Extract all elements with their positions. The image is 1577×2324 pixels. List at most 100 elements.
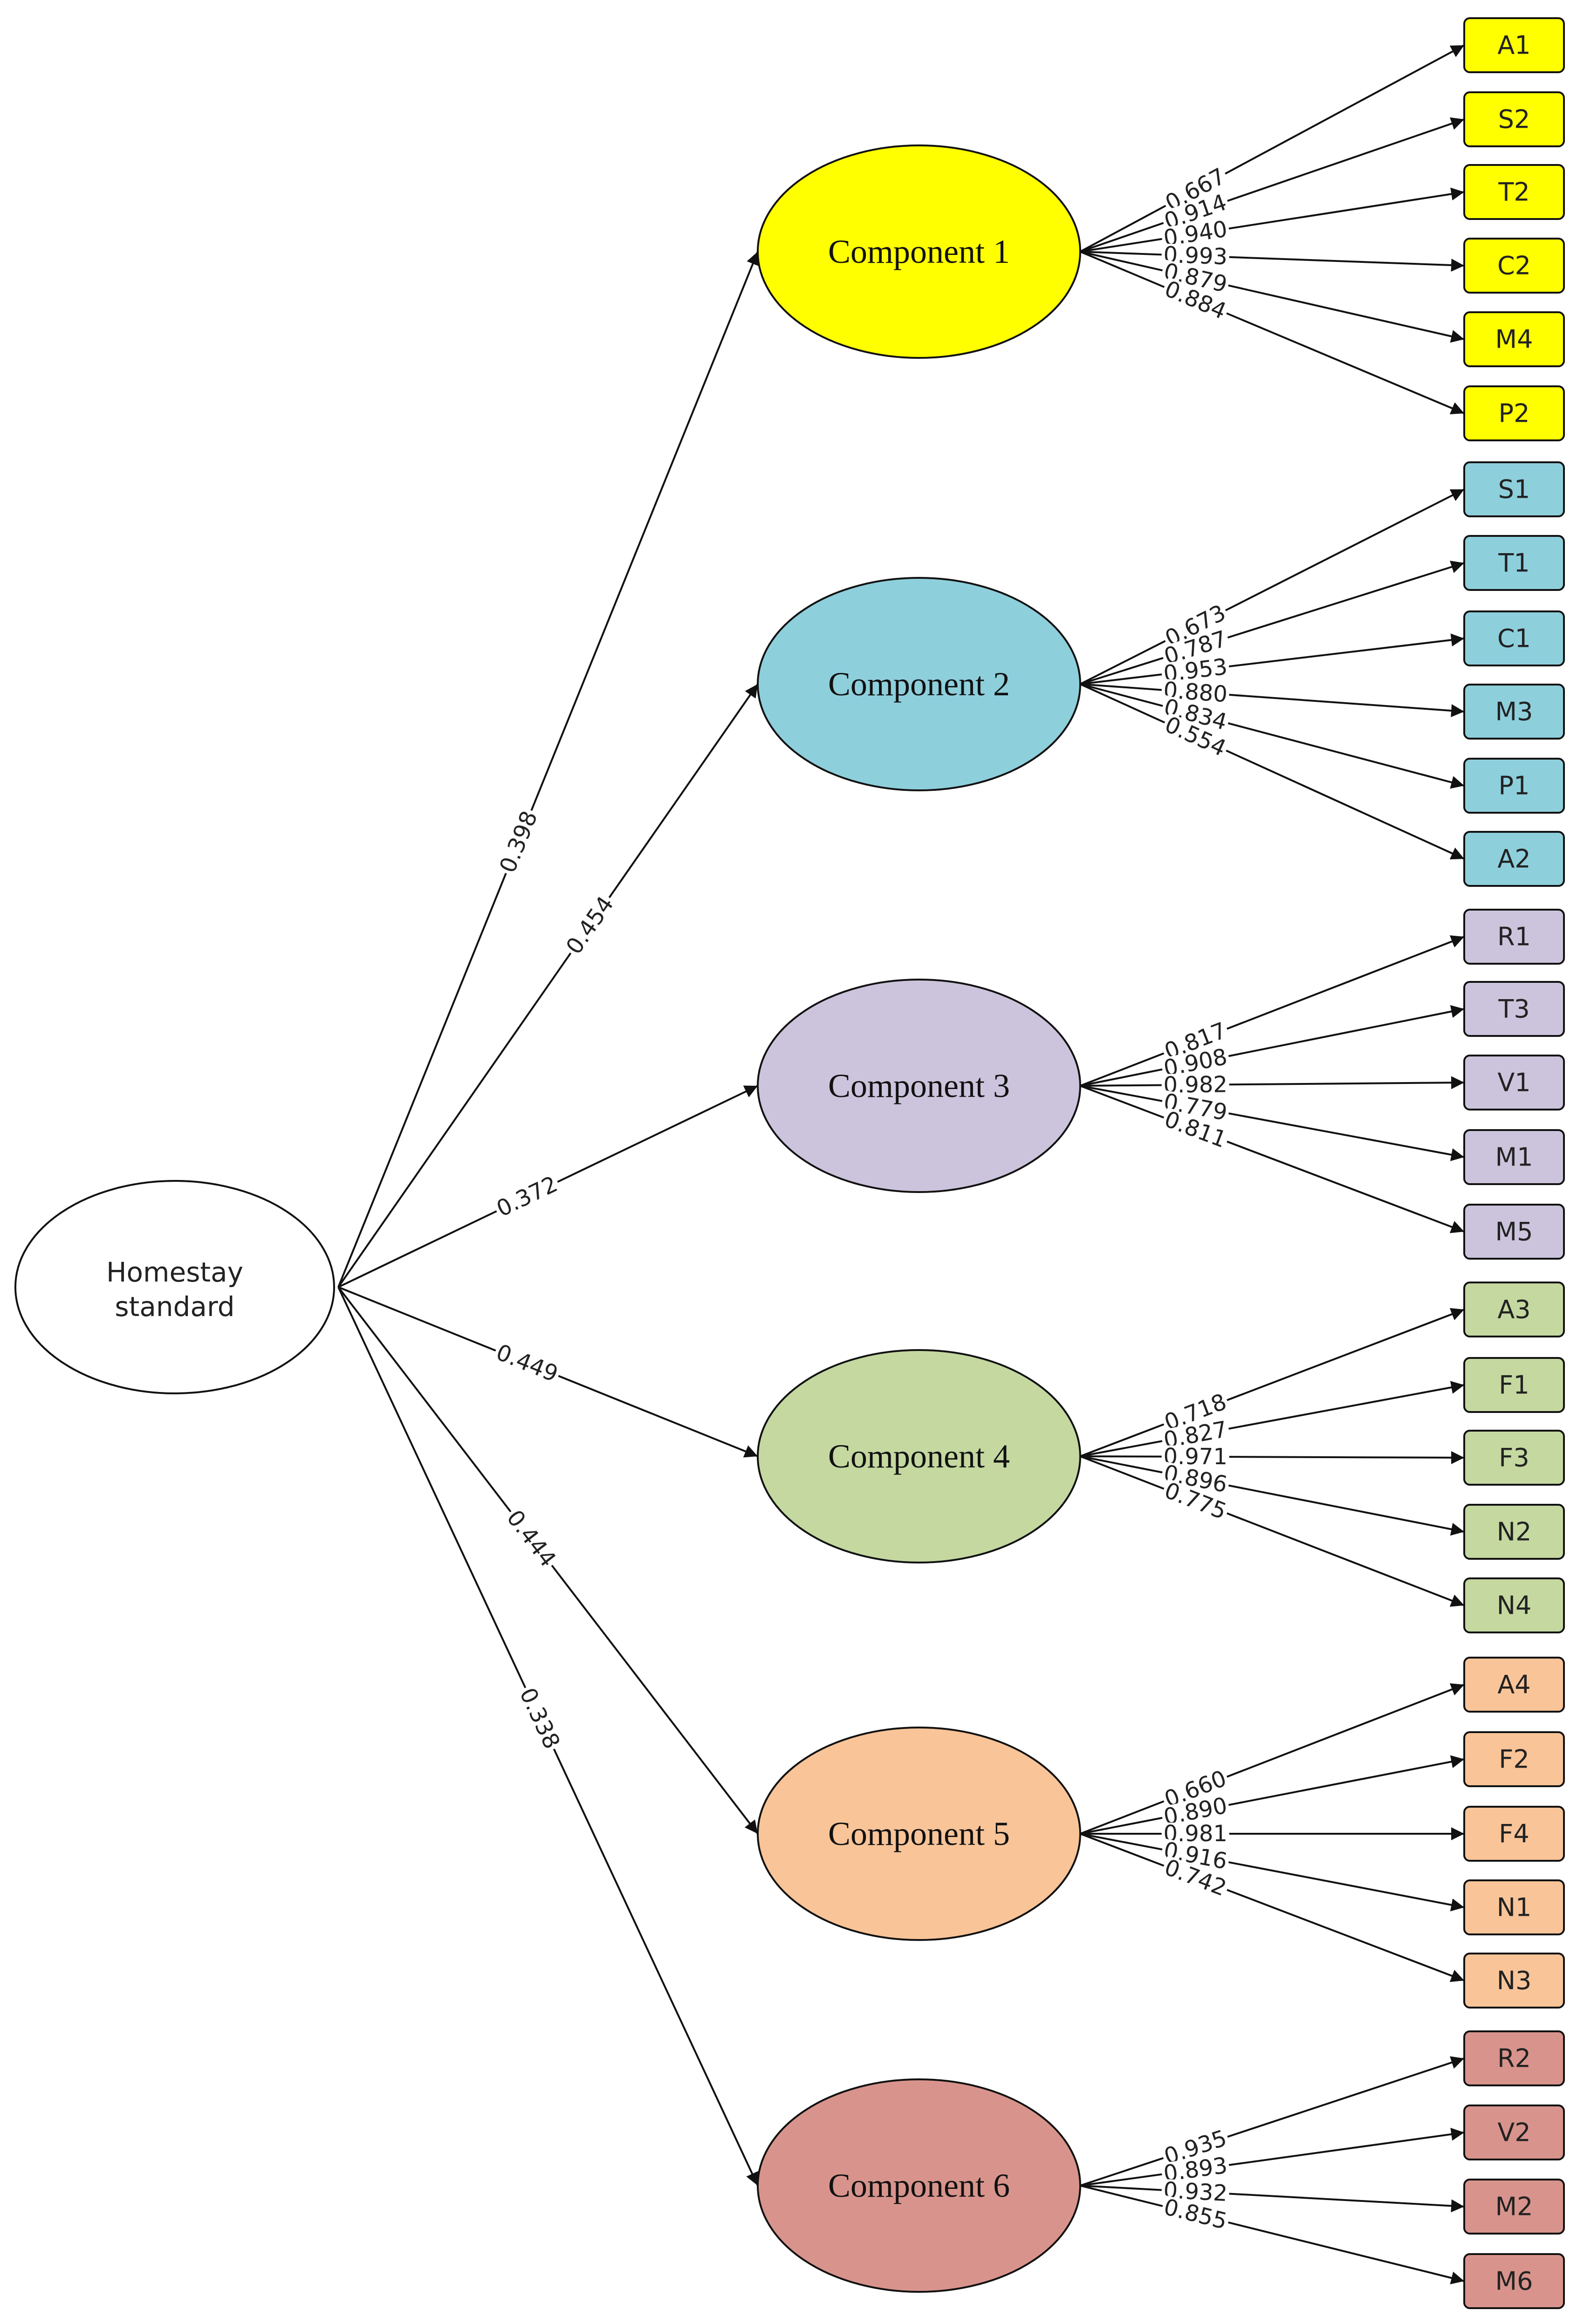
indicator-box-F4: [1463, 1806, 1565, 1862]
indicator-label-M4: M4: [1495, 325, 1533, 354]
edge-component-1-T2: [1080, 187, 1465, 253]
loading-component-3-V1-group: 0.982: [1161, 1071, 1229, 1098]
indicator-node-M2: M2: [1463, 2179, 1565, 2235]
indicator-label-C2: C2: [1497, 251, 1531, 281]
indicator-node-N3: N3: [1463, 1953, 1565, 2009]
loading-root-component-3-bg: [492, 1172, 562, 1221]
root-label-line2: standard: [115, 1291, 234, 1323]
indicator-node-F2: F2: [1463, 1731, 1565, 1787]
indicator-label-N4: N4: [1497, 1591, 1532, 1620]
loading-component-6-V2-bg: [1160, 2154, 1231, 2186]
loading-component-2-S1-bg: [1160, 600, 1231, 651]
loading-root-component-3-group: 0.372: [492, 1171, 562, 1222]
indicator-node-S1: S1: [1463, 461, 1565, 517]
loading-root-component-6-group: 0.338: [514, 1683, 565, 1754]
indicator-box-T3: [1463, 981, 1565, 1037]
edge-component-3-V1: [1080, 1076, 1465, 1090]
component-node-1: Component 1: [757, 144, 1081, 359]
indicator-label-M2: M2: [1495, 2192, 1533, 2221]
indicator-node-T1: T1: [1463, 535, 1565, 591]
loading-component-2-C1-bg: [1160, 655, 1231, 686]
indicator-node-M5: M5: [1463, 1204, 1565, 1260]
loading-component-2-A2-bg: [1160, 712, 1231, 761]
component-label-4: Component 4: [828, 1438, 1010, 1475]
loading-component-5-F2-bg: [1160, 1794, 1231, 1829]
edge-component-4-F1: [1080, 1381, 1465, 1457]
indicator-label-M6: M6: [1495, 2267, 1533, 2296]
indicator-box-M4: [1463, 311, 1565, 367]
indicator-label-T1: T1: [1498, 548, 1529, 578]
indicator-node-P1: P1: [1463, 758, 1565, 814]
indicator-label-V2: V2: [1497, 2118, 1530, 2147]
component-node-2: Component 2: [757, 577, 1081, 791]
edge-component-1-A1: [1080, 44, 1465, 253]
indicator-label-A4: A4: [1497, 1670, 1530, 1700]
component-label-6: Component 6: [828, 2167, 1010, 2204]
loading-root-component-4-bg: [491, 1340, 563, 1386]
edge-component-4-N2: [1080, 1455, 1465, 1536]
loading-root-component-5: 0.444: [501, 1505, 561, 1572]
loading-component-3-M5-bg: [1159, 1107, 1231, 1152]
indicator-label-S2: S2: [1498, 105, 1530, 134]
indicator-box-V2: [1463, 2105, 1565, 2160]
indicator-box-F3: [1463, 1430, 1565, 1486]
loading-component-6-R2-bg: [1159, 2126, 1231, 2169]
loading-root-component-2: 0.454: [561, 891, 619, 959]
loading-component-1-C2-bg: [1161, 243, 1230, 268]
indicator-box-T2: [1463, 164, 1565, 220]
indicator-label-A2: A2: [1497, 844, 1530, 874]
loading-component-5-N1-bg: [1160, 1838, 1231, 1873]
loading-component-6-M2-bg: [1161, 2179, 1230, 2205]
indicator-label-A1: A1: [1497, 31, 1530, 60]
indicator-label-A3: A3: [1497, 1295, 1530, 1324]
indicator-box-P2: [1463, 385, 1565, 441]
indicator-node-R2: R2: [1463, 2030, 1565, 2086]
loading-root-component-6-bg: [515, 1683, 564, 1754]
indicator-box-R2: [1463, 2030, 1565, 2086]
indicator-node-F4: F4: [1463, 1806, 1565, 1862]
edge-component-4-A3: [1080, 1308, 1465, 1457]
indicator-node-T3: T3: [1463, 981, 1565, 1037]
indicator-node-F3: F3: [1463, 1430, 1565, 1486]
indicator-box-N1: [1463, 1879, 1565, 1935]
indicator-label-R1: R1: [1497, 922, 1531, 952]
labels-layer: 0.3980.6670.9140.9400.9930.8790.8840.454…: [491, 163, 1231, 2235]
component-ellipse-4: [757, 1349, 1081, 1563]
indicator-box-M6: [1463, 2253, 1565, 2309]
loading-component-1-T2-bg: [1160, 217, 1231, 250]
loading-component-6-M6-bg: [1160, 2195, 1231, 2234]
loading-component-1-A1-bg: [1160, 164, 1231, 216]
indicator-box-M2: [1463, 2179, 1565, 2235]
indicator-node-M6: M6: [1463, 2253, 1565, 2309]
loading-root-component-4: 0.449: [493, 1339, 562, 1387]
loading-root-component-5-bg: [501, 1505, 561, 1572]
loading-root-component-6: 0.338: [514, 1684, 565, 1753]
indicator-label-F2: F2: [1499, 1745, 1529, 1774]
edge-component-3-M5: [1080, 1085, 1465, 1234]
indicator-box-P1: [1463, 758, 1565, 814]
indicator-label-N3: N3: [1497, 1966, 1532, 1995]
component-ellipse-6: [757, 2078, 1081, 2293]
indicator-box-S2: [1463, 91, 1565, 147]
indicator-node-V2: V2: [1463, 2105, 1565, 2160]
indicator-label-T2: T2: [1498, 178, 1529, 207]
indicator-label-M3: M3: [1495, 697, 1533, 727]
loading-root-component-1-bg: [495, 806, 542, 877]
component-label-3: Component 3: [828, 1067, 1010, 1104]
indicator-node-F1: F1: [1463, 1357, 1565, 1413]
root-label-line1: Homestay: [106, 1256, 243, 1288]
edge-component-5-F2: [1080, 1755, 1465, 1835]
indicator-label-P1: P1: [1499, 771, 1530, 801]
indicator-node-P2: P2: [1463, 385, 1565, 441]
indicator-node-S2: S2: [1463, 91, 1565, 147]
edge-component-1-S2: [1080, 117, 1465, 253]
indicator-box-A1: [1463, 17, 1565, 73]
edge-component-2-M3: [1080, 683, 1465, 717]
indicator-box-T1: [1463, 535, 1565, 591]
edge-component-3-R1: [1080, 935, 1465, 1087]
indicator-box-C1: [1463, 610, 1565, 666]
edge-component-3-T3: [1080, 1005, 1465, 1087]
edge-component-2-A2: [1080, 683, 1465, 860]
edge-component-1-P2: [1080, 251, 1465, 415]
